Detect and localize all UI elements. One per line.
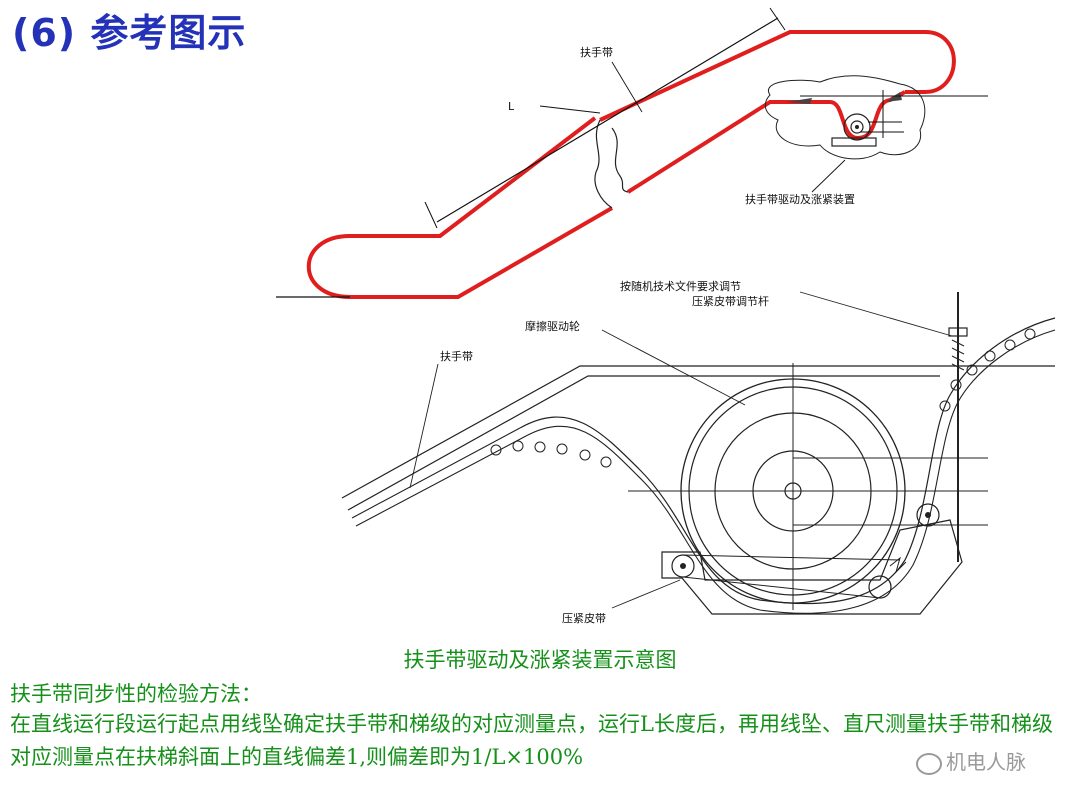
friction-wheel-leader <box>601 329 746 406</box>
drive-wheel-hub <box>855 125 859 129</box>
dimension-line-l <box>436 17 779 223</box>
press-roller-right-axle <box>925 512 931 518</box>
press-belt-leader <box>611 579 681 609</box>
top-handrail-diagram: L 扶手带 扶手带驱动及涨紧装置 <box>276 7 988 299</box>
drive-wheel-inner <box>850 120 864 134</box>
bottom-drive-diagram: 按随机技术文件要求调节 压紧皮带调节杆 摩擦驱动轮 扶手带 压紧皮带 <box>341 279 1056 625</box>
handrail-loop-upper <box>599 30 956 122</box>
watermark-text: 机电人脉 <box>946 750 1026 774</box>
adjust-rod-nut <box>948 327 968 337</box>
label-friction-wheel: 摩擦驱动轮 <box>525 319 580 333</box>
idler-roller <box>939 400 951 412</box>
drive-label-leader <box>811 159 846 193</box>
dimension-tick-left <box>424 201 438 229</box>
idler-roller <box>512 440 524 452</box>
label-adjust-line1: 按随机技术文件要求调节 <box>620 279 741 293</box>
label-press-belt: 压紧皮带 <box>562 612 606 625</box>
idler-roller <box>556 443 568 455</box>
press-roller-right <box>916 503 940 527</box>
idler-roller <box>579 449 591 461</box>
drive-unit-outline <box>764 75 926 160</box>
method-body: 在直线运行段运行起点用线坠确定扶手带和梯级的对应测量点，运行L长度后，再用线坠、… <box>10 712 1053 769</box>
idler-rollers-left <box>490 440 612 468</box>
idler-roller <box>490 444 502 456</box>
label-l: L <box>508 100 515 113</box>
adjust-rod-thread <box>951 339 965 371</box>
press-belt-line <box>682 554 901 599</box>
press-roller-left-axle <box>680 563 686 569</box>
drive-base-plate <box>831 137 877 147</box>
dimension-tick-right <box>769 7 786 31</box>
idler-roller <box>966 364 978 376</box>
tension-bracket <box>661 519 963 615</box>
tension-pulley-right <box>886 92 902 102</box>
handrail-incline-3 <box>351 427 521 519</box>
idler-rollers-right <box>939 328 1036 412</box>
idler-roller <box>1024 328 1036 340</box>
tension-pulley-left <box>786 98 812 104</box>
wechat-icon <box>916 752 942 775</box>
handrail-return-run <box>626 100 800 194</box>
label-adjust-line2: 压紧皮带调节杆 <box>692 294 769 308</box>
handrail-leader-top <box>611 61 643 113</box>
break-mark-lower <box>611 127 629 193</box>
drive-wheel-outer <box>843 113 871 141</box>
spring-mark <box>889 556 907 574</box>
handrail-incline-1 <box>341 365 1055 499</box>
idler-roller <box>1004 339 1016 351</box>
label-handrail-top: 扶手带 <box>580 45 613 59</box>
handrail-incline-2 <box>347 375 940 511</box>
break-mark-upper <box>594 119 613 209</box>
idler-roller <box>984 350 996 362</box>
handrail-belt-path <box>519 317 1056 605</box>
watermark: 机电人脉 <box>912 746 1030 775</box>
idler-roller <box>950 379 962 391</box>
label-handrail-bottom: 扶手带 <box>440 349 473 363</box>
adjust-label-leader <box>799 291 953 337</box>
diagram-caption: 扶手带驱动及涨紧装置示意图 <box>403 648 677 672</box>
method-heading: 扶手带同步性的检验方法： <box>10 682 262 706</box>
l-leader <box>539 105 601 114</box>
idler-roller <box>600 456 612 468</box>
slide-title: (6) 参考图示 <box>12 11 247 55</box>
idler-roller <box>534 441 546 453</box>
handrail-leader-bottom <box>409 363 439 489</box>
handrail-belt-path-inner <box>525 329 1056 614</box>
label-drive-tension: 扶手带驱动及涨紧装置 <box>745 192 855 206</box>
handrail-incline-4 <box>355 435 527 527</box>
